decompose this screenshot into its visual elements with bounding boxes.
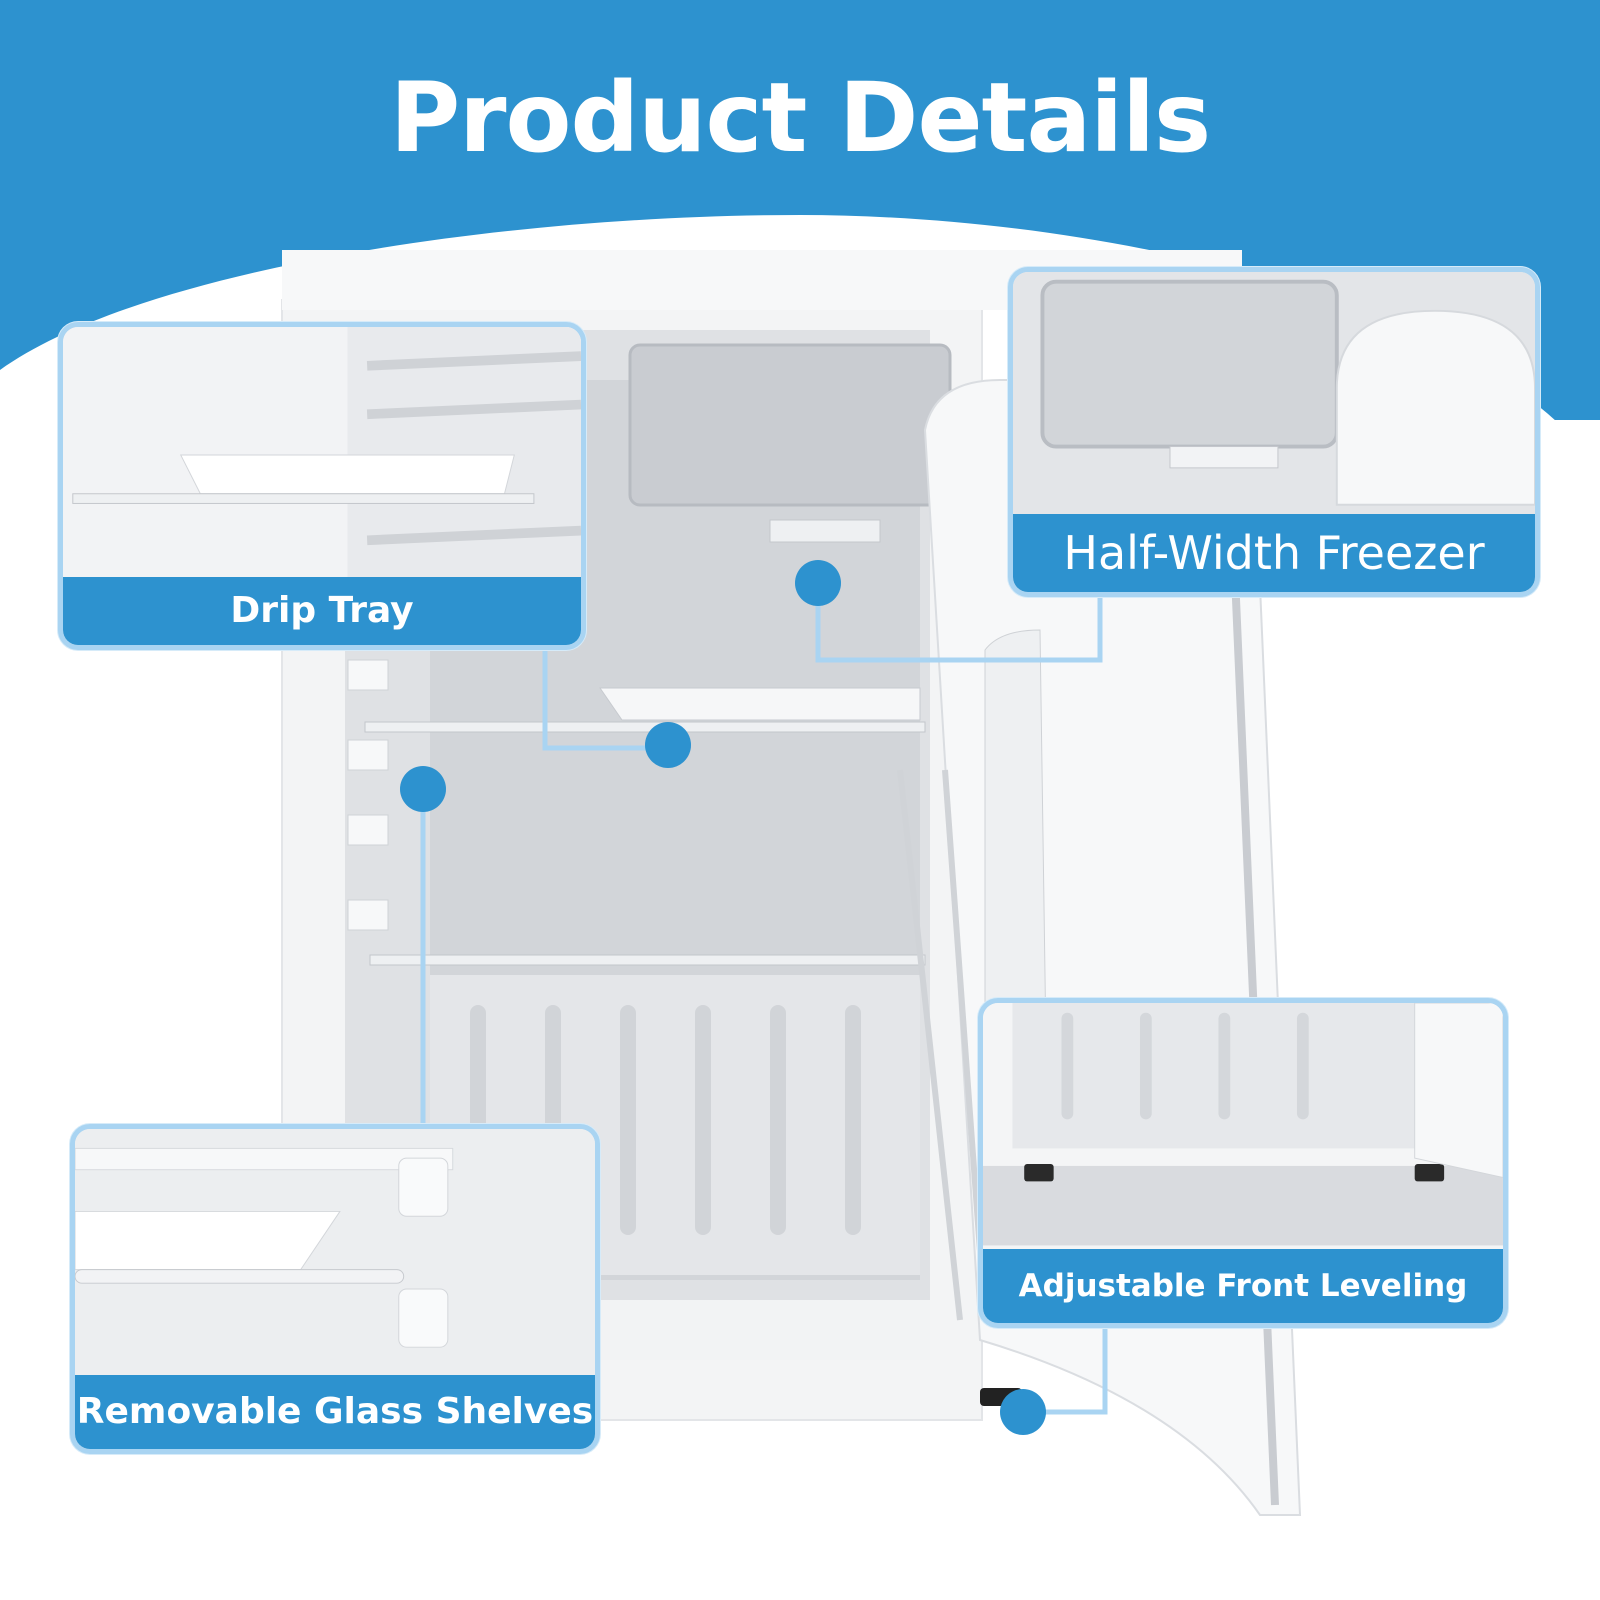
drip-tray-marker xyxy=(645,722,691,768)
glass-shelves-label: Removable Glass Shelves xyxy=(75,1375,595,1449)
freezer-label: Half-Width Freezer xyxy=(1013,514,1535,592)
header-banner xyxy=(0,0,1600,420)
leveling-legs-callout: Adjustable Front Leveling Legs xyxy=(978,998,1508,1328)
page-title: Product Details xyxy=(389,62,1211,174)
leveling-legs-label: Adjustable Front Leveling Legs xyxy=(983,1249,1503,1323)
freezer-callout: Half-Width Freezer xyxy=(1008,267,1540,597)
glass-shelves-marker xyxy=(400,766,446,812)
drip-tray-callout: Drip Tray xyxy=(58,322,586,650)
freezer-marker xyxy=(795,560,841,606)
glass-shelves-callout: Removable Glass Shelves xyxy=(70,1124,600,1454)
drip-tray-label: Drip Tray xyxy=(63,577,581,645)
leveling-legs-marker xyxy=(1000,1389,1046,1435)
